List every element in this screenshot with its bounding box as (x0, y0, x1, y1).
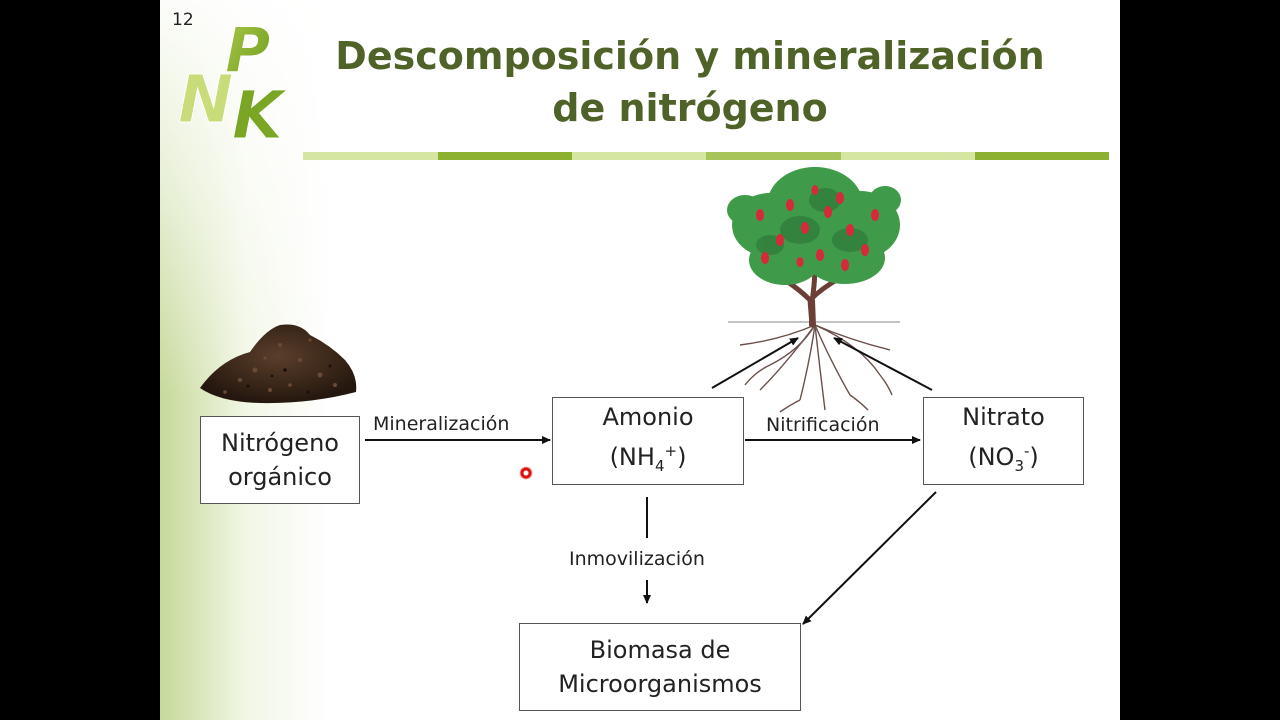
slide-number: 12 (172, 10, 194, 30)
title-bar-segment (841, 152, 975, 160)
node-amonio-formula: (NH4+) (609, 441, 687, 475)
arrow-nitrato-to-biomasa (802, 491, 937, 625)
label-mineralizacion: Mineralización (373, 413, 510, 435)
logo-letter-n: N (178, 61, 233, 138)
logo-letter-p: P (225, 14, 270, 87)
node-biomasa: Biomasa de Microorganismos (519, 623, 801, 711)
node-nitrato-line-1: Nitrato (962, 402, 1045, 431)
arrow-amonio-to-tree (711, 337, 799, 389)
soil-pile-image (200, 324, 357, 404)
node-biomasa-line-2: Microorganismos (558, 670, 762, 698)
label-nitrificacion: Nitrificación (766, 414, 880, 436)
pnk-logo: P N K (178, 14, 289, 151)
label-inmovilizacion: Inmovilización (569, 548, 705, 570)
title-bar-segment (975, 152, 1109, 160)
title-line-1: Descomposición y mineralización (335, 34, 1045, 78)
arrow-nitrato-to-tree (833, 337, 933, 391)
title-bar-segment (706, 152, 841, 160)
title-bar-segment (572, 152, 706, 160)
slide-title: Descomposición y mineralización de nitró… (310, 30, 1070, 134)
laser-pointer-dot (519, 466, 533, 480)
node-amonio-line-1: Amonio (602, 402, 694, 431)
node-amonio: Amonio (NH4+) (552, 397, 744, 485)
logo-letter-k: K (232, 77, 288, 150)
node-nitrogeno-organico: Nitrógeno orgánico (200, 416, 360, 504)
title-bar-segment (438, 152, 572, 160)
diagram-arrows (365, 337, 937, 625)
title-bar-segment (303, 152, 438, 160)
node-organic-line-1: Nitrógeno (221, 429, 339, 457)
node-nitrato: Nitrato (NO3-) (923, 397, 1084, 485)
slide: P N K 12 Descomposición y mineralización… (160, 0, 1120, 720)
node-nitrato-formula: (NO3-) (968, 441, 1039, 475)
node-biomasa-line-1: Biomasa de (589, 636, 731, 664)
node-organic-line-2: orgánico (228, 463, 332, 491)
tree-with-roots-image (727, 167, 901, 413)
title-line-2: de nitrógeno (552, 86, 828, 130)
